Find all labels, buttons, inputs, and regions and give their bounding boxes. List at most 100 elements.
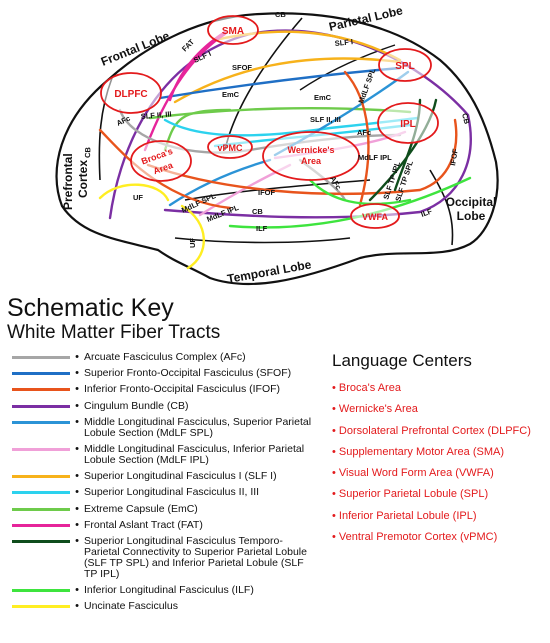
legend-swatch bbox=[12, 372, 70, 376]
legend-swatch bbox=[12, 523, 70, 527]
spl-region bbox=[378, 48, 432, 82]
tract-label-sfof: SFOF bbox=[232, 63, 252, 72]
language-center-item: • Dorsolateral Prefrontal Cortex (DLPFC) bbox=[332, 425, 531, 437]
legend-bullet: • bbox=[75, 415, 79, 428]
tract-label-slf23-b: SLF II, III bbox=[310, 115, 341, 124]
legend-bullet: • bbox=[75, 534, 79, 547]
legend-item: •Uncinate Fasciculus bbox=[12, 601, 312, 612]
schematic-key-subtitle: White Matter Fiber Tracts bbox=[7, 322, 221, 343]
language-centers-title: Language Centers bbox=[332, 351, 472, 370]
legend-item: •Frontal Aslant Tract (FAT) bbox=[12, 518, 312, 531]
wernicke-label-line1: Wernicke's bbox=[288, 145, 335, 155]
language-center-item: • Superior Parietal Lobule (SPL) bbox=[332, 488, 531, 500]
tract-label-uf-a: UF bbox=[133, 193, 143, 202]
language-center-bullet: • bbox=[332, 382, 336, 394]
language-center-bullet: • bbox=[332, 488, 336, 501]
tract-label-mdlf-ipl: MdLF IPL bbox=[358, 153, 392, 162]
legend-label: Superior Longitudinal Fasciculus Temporo… bbox=[84, 534, 307, 580]
fiber-tract-legend: •Arcuate Fasciculus Complex (AFc)•Superi… bbox=[12, 352, 312, 617]
tract-uf bbox=[98, 183, 170, 202]
legend-bullet: • bbox=[75, 518, 79, 531]
legend-label: Middle Longitudinal Fasciculus, Superior… bbox=[84, 415, 312, 439]
legend-label: Inferior Fronto-Occipital Fasciculus (IF… bbox=[84, 383, 281, 396]
language-center-bullet: • bbox=[332, 445, 336, 458]
vwfa-label: VWFA bbox=[362, 212, 388, 222]
legend-swatch bbox=[12, 447, 70, 451]
language-center-label: Supplementary Motor Area (SMA) bbox=[338, 445, 504, 458]
language-center-label: Ventral Premotor Cortex (vPMC) bbox=[338, 531, 498, 544]
language-center-label: Inferior Parietal Lobule (IPL) bbox=[338, 509, 477, 522]
legend-item: • Superior Longitudinal Fasciculus II, II… bbox=[12, 487, 312, 498]
tract-label-emc-a: EmC bbox=[222, 90, 240, 99]
frontal-lobe-label: Frontal Lobe bbox=[99, 28, 172, 68]
prefrontal-label-line2: Cortex bbox=[76, 160, 90, 198]
legend-swatch bbox=[12, 475, 70, 479]
language-center-bullet: • bbox=[332, 467, 336, 480]
legend-bullet: • bbox=[75, 486, 79, 499]
legend-swatch bbox=[12, 388, 70, 392]
legend-item: •Arcuate Fasciculus Complex (AFc) bbox=[12, 352, 312, 363]
legend-label: Inferior Longitudinal Fasciculus (ILF) bbox=[84, 584, 254, 597]
legend-swatch bbox=[12, 491, 70, 495]
schematic-key-title: Schematic Key bbox=[7, 294, 174, 322]
legend-item: • Middle Longitudinal Fasciculus, Superio… bbox=[12, 415, 312, 439]
legend-label: Superior Longitudinal Fasciculus II, III bbox=[84, 486, 260, 499]
sylvian-boundary bbox=[184, 179, 371, 201]
legend-label: Cingulum Bundle (CB) bbox=[84, 399, 189, 412]
language-center-bullet: • bbox=[332, 531, 336, 544]
legend-swatch bbox=[12, 420, 70, 424]
tract-slf1 bbox=[173, 57, 402, 104]
tract-uf-b bbox=[180, 204, 205, 270]
legend-bullet: • bbox=[75, 383, 79, 396]
legend-item: • Middle Longitudinal Fasciculus, Inferio… bbox=[12, 442, 312, 466]
sma-label: SMA bbox=[222, 26, 244, 37]
tract-label-fat: FAT bbox=[180, 37, 196, 53]
legend-swatch bbox=[12, 605, 70, 609]
language-center-item: • Inferior Parietal Lobule (IPL) bbox=[332, 510, 531, 522]
tract-sfof bbox=[158, 66, 402, 100]
legend-bullet: • bbox=[75, 399, 79, 412]
legend-label: Superior Longitudinal Fasciculus I (SLF … bbox=[84, 470, 277, 483]
tract-mdlf-spl-b bbox=[168, 158, 272, 207]
language-center-bullet: • bbox=[332, 403, 336, 416]
ipl-label: IPL bbox=[400, 119, 416, 130]
tract-label-slf1-b: SLF I bbox=[334, 37, 353, 48]
legend-bullet: • bbox=[75, 502, 79, 515]
legend-item: • Inferior Longitudinal Fasciculus (ILF) bbox=[12, 585, 312, 596]
language-center-item: • Ventral Premotor Cortex (vPMC) bbox=[332, 531, 531, 543]
tract-label-cb-top: CB bbox=[275, 10, 286, 19]
legend-bullet: • bbox=[75, 584, 79, 597]
tract-label-ifof-b: IFOF bbox=[448, 148, 460, 167]
broca-region bbox=[130, 140, 192, 182]
brain-outline bbox=[55, 12, 499, 286]
occipital-label-line1: Occipital bbox=[446, 195, 497, 209]
occipital-boundary bbox=[429, 169, 454, 246]
legend-swatch bbox=[12, 589, 70, 593]
tract-cb bbox=[108, 29, 472, 220]
sma-region bbox=[207, 15, 259, 45]
legend-swatch bbox=[12, 507, 70, 511]
legend-bullet: • bbox=[75, 442, 79, 455]
legend-label: Middle Longitudinal Fasciculus, Inferior… bbox=[84, 442, 305, 466]
tract-label-cb-left: CB bbox=[83, 146, 92, 158]
parietal-lobe-label: Parietal Lobe bbox=[328, 3, 405, 34]
ipl-region bbox=[377, 102, 439, 144]
legend-bullet: • bbox=[75, 367, 79, 380]
legend-bullet: • bbox=[75, 470, 79, 483]
dlpfc-label: DLPFC bbox=[114, 89, 147, 100]
spl-label: SPL bbox=[395, 61, 414, 72]
vwfa-region bbox=[350, 203, 400, 229]
tract-label-emc-b: EmC bbox=[314, 93, 332, 102]
language-center-label: Broca's Area bbox=[338, 382, 401, 394]
tract-label-ilf-a: ILF bbox=[256, 224, 268, 233]
language-center-regions bbox=[100, 15, 439, 229]
legend-bullet: • bbox=[75, 351, 79, 363]
tract-label-afc-b: AFc bbox=[357, 128, 371, 137]
language-center-item: • Broca's Area bbox=[332, 382, 531, 394]
legend-swatch bbox=[12, 539, 70, 543]
brain-diagram: SMA DLPFC SPL IPL vPMC Broca's Area Wern… bbox=[55, 3, 499, 286]
legend-swatch bbox=[12, 404, 70, 408]
tract-label-ilf-b: ILF bbox=[420, 206, 434, 218]
language-center-item: • Visual Word Form Area (VWFA) bbox=[332, 467, 531, 479]
tract-label-cb-bottom: CB bbox=[252, 207, 263, 216]
